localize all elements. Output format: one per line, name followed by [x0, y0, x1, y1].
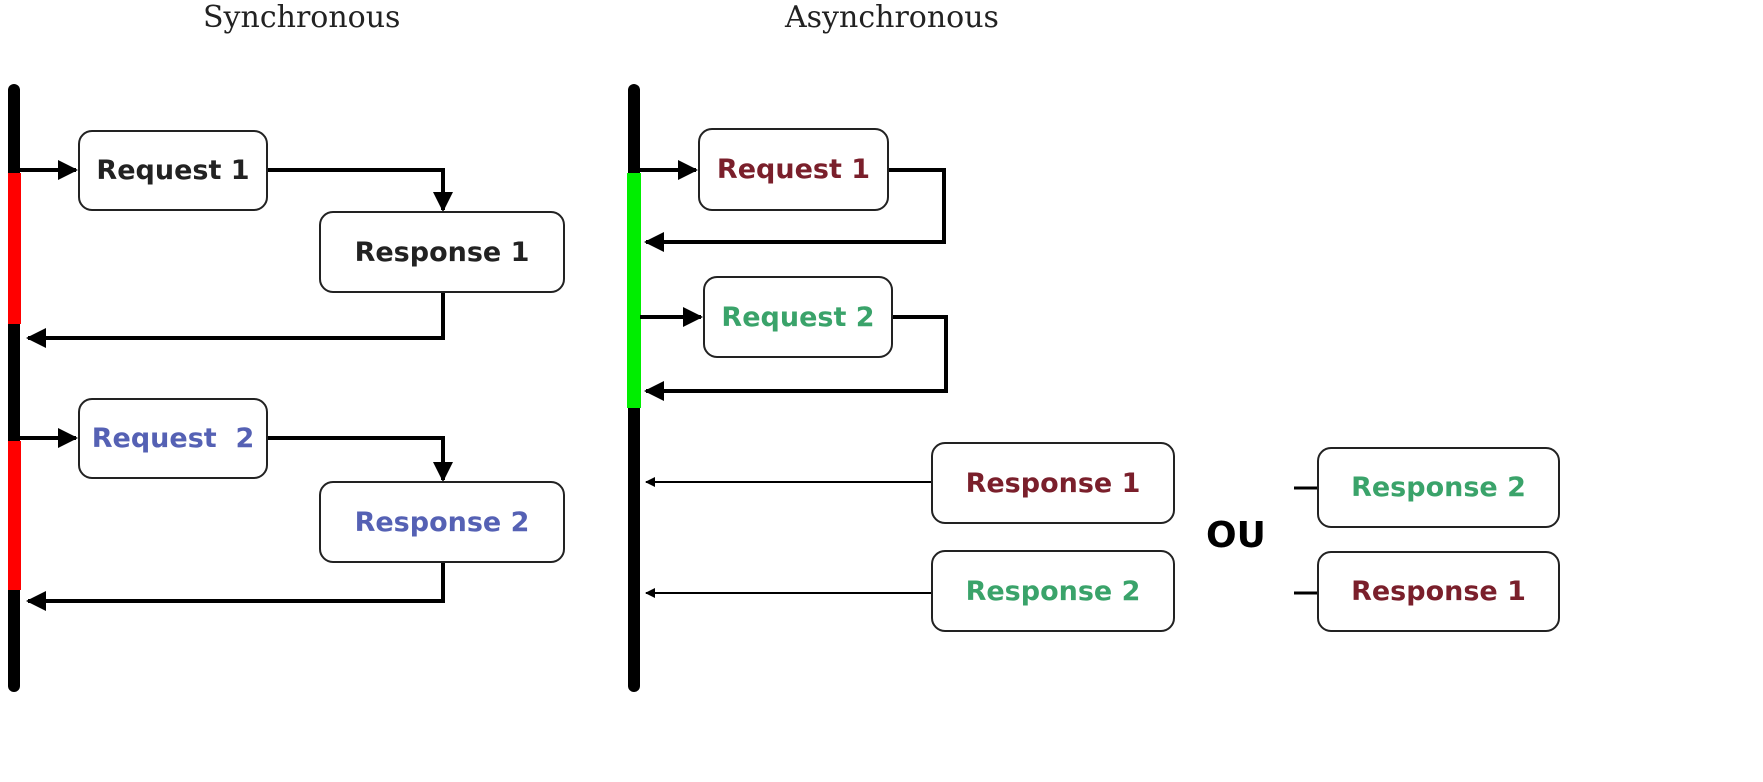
async-active-segment	[627, 173, 641, 408]
sync-request1-box: Request 1	[78, 130, 268, 211]
sync-arrow-response2-return	[26, 562, 445, 611]
alt-response2-box: Response 2	[1317, 447, 1560, 528]
async-request1-label: Request 1	[716, 154, 871, 185]
async-response2-box: Response 2	[931, 550, 1175, 632]
sync-request1-label: Request 1	[96, 155, 250, 186]
async-arrow-request2-return	[644, 315, 948, 401]
sync-request2-box: Request 2	[78, 398, 268, 479]
async-request1-box: Request 1	[698, 128, 889, 211]
or-separator: OU	[1206, 515, 1266, 556]
sync-blocked-segment-2	[8, 441, 21, 590]
sync-blocked-segment-1	[8, 173, 21, 324]
sync-response2-label: Response 2	[354, 506, 530, 538]
sync-timeline	[8, 84, 21, 692]
sync-arrow-response1-return	[26, 292, 445, 348]
sync-arrow-request1-to-response1	[267, 168, 453, 212]
async-arrow-request1-return	[644, 168, 946, 252]
async-timeline	[627, 84, 641, 692]
async-request2-box: Request 2	[703, 276, 893, 358]
sync-response1-box: Response 1	[319, 211, 565, 293]
sync-response1-label: Response 1	[354, 236, 530, 268]
alt-response1-label: Response 1	[1351, 576, 1526, 607]
sync-response2-box: Response 2	[319, 481, 565, 563]
async-response1-box: Response 1	[931, 442, 1175, 524]
sync-arrow-request2-to-response2	[267, 436, 453, 482]
async-response1-label: Response 1	[965, 467, 1141, 499]
alt-response1-box: Response 1	[1317, 551, 1560, 632]
alt-response2-label: Response 2	[1351, 472, 1526, 503]
sync-title: Synchronous	[203, 0, 401, 35]
sync-request2-label: Request 2	[91, 423, 255, 454]
async-request2-label: Request 2	[721, 301, 875, 333]
async-response2-label: Response 2	[965, 575, 1141, 607]
async-title: Asynchronous	[785, 0, 999, 35]
